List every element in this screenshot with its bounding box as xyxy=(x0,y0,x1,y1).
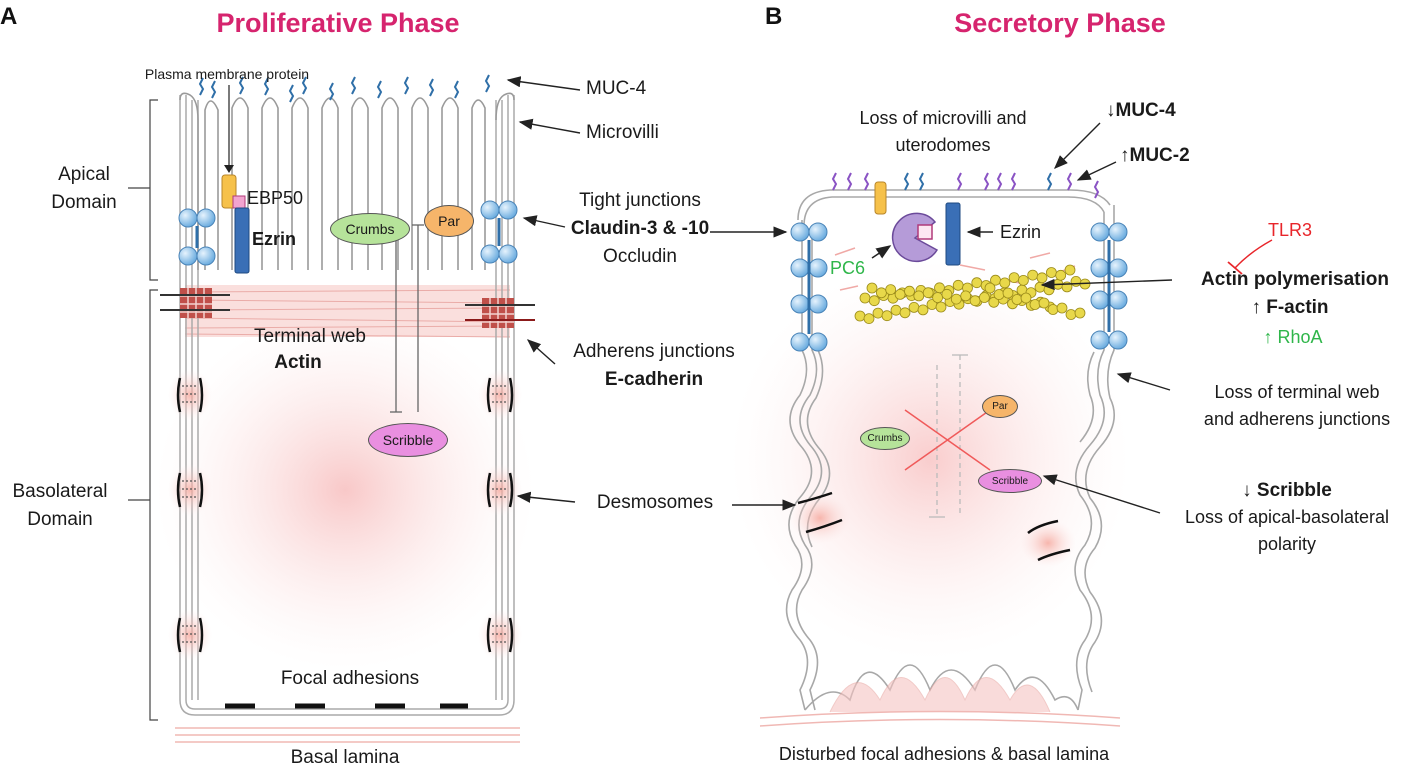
rhoa-label: ↑ RhoA xyxy=(1263,327,1323,347)
ebp50-label: EBP50 xyxy=(247,188,304,208)
apical-label-1: Apical xyxy=(58,164,110,185)
basolateral-label-1: Basolateral xyxy=(12,481,108,502)
desmosomes-label: Desmosomes xyxy=(596,492,714,513)
par-a: Par xyxy=(424,205,474,237)
panel-b-cell xyxy=(730,172,1273,727)
scribble-a: Scribble xyxy=(368,423,448,457)
loss-microvilli-label-2: uterodomes xyxy=(895,135,991,155)
loss-terminal-label-2: and adherens junctions xyxy=(1203,409,1391,429)
ezrin-a-label: Ezrin xyxy=(252,229,297,249)
actin-polymerisation-label: Actin polymerisation xyxy=(1201,269,1389,290)
loss-terminal-label-1: Loss of terminal web xyxy=(1214,382,1380,402)
tlr3-label: TLR3 xyxy=(1268,220,1313,240)
adherens-junctions-a xyxy=(160,288,535,328)
crumbs-a: Crumbs xyxy=(330,213,410,245)
muc2-up-label: ↑MUC-2 xyxy=(1120,145,1190,166)
scribble-b: Scribble xyxy=(978,469,1042,493)
apical-label-2: Domain xyxy=(51,192,117,213)
actin-label: Actin xyxy=(274,352,322,373)
microvilli-label: Microvilli xyxy=(586,122,659,143)
basal-lamina-label: Basal lamina xyxy=(290,747,400,768)
disturbed-label: Disturbed focal adhesions & basal lamina xyxy=(778,744,1110,764)
claudin-label: Claudin-3 & -10 xyxy=(570,218,710,239)
tight-junctions-b xyxy=(790,222,1128,352)
occludin-label: Occludin xyxy=(603,246,677,267)
muc4-down-label: ↓MUC-4 xyxy=(1106,100,1176,121)
focal-adhesions-label: Focal adhesions xyxy=(280,668,420,689)
desmosomes-a xyxy=(168,369,522,661)
panel-b-title: Secretory Phase xyxy=(954,8,1166,38)
crumbs-b: Crumbs xyxy=(860,427,910,450)
muc4-label: MUC-4 xyxy=(586,78,647,99)
tight-junctions-a xyxy=(178,200,518,266)
muc4-glycoproteins xyxy=(198,74,491,103)
ezrin-b-label: Ezrin xyxy=(1000,222,1042,242)
actin-filaments xyxy=(854,264,1091,325)
e-cadherin-label: E-cadherin xyxy=(604,369,704,390)
adherens-label: Adherens junctions xyxy=(573,341,735,362)
scribble-down-label: ↓ Scribble xyxy=(1242,480,1332,501)
panel-a-letter: A xyxy=(0,3,18,30)
muc2-glycoproteins xyxy=(831,172,1100,199)
loss-polarity-label-2: polarity xyxy=(1257,534,1317,554)
panel-a-title: Proliferative Phase xyxy=(216,8,460,38)
f-actin-label: ↑ F-actin xyxy=(1251,297,1329,318)
panel-b-letter: B xyxy=(765,3,783,30)
terminal-web-label: Terminal web xyxy=(254,326,366,347)
loss-microvilli-label-1: Loss of microvilli and xyxy=(859,108,1027,128)
panel-a-cell xyxy=(128,74,535,743)
plasma-membrane-protein-label: Plasma membrane protein xyxy=(144,66,310,82)
loss-polarity-label-1: Loss of apical-basolateral xyxy=(1184,507,1390,527)
pc6-label: PC6 xyxy=(830,258,866,278)
par-b: Par xyxy=(982,395,1018,418)
basolateral-label-2: Domain xyxy=(27,509,93,530)
tight-junctions-label: Tight junctions xyxy=(579,190,701,211)
annotation-arrows xyxy=(506,76,1173,514)
